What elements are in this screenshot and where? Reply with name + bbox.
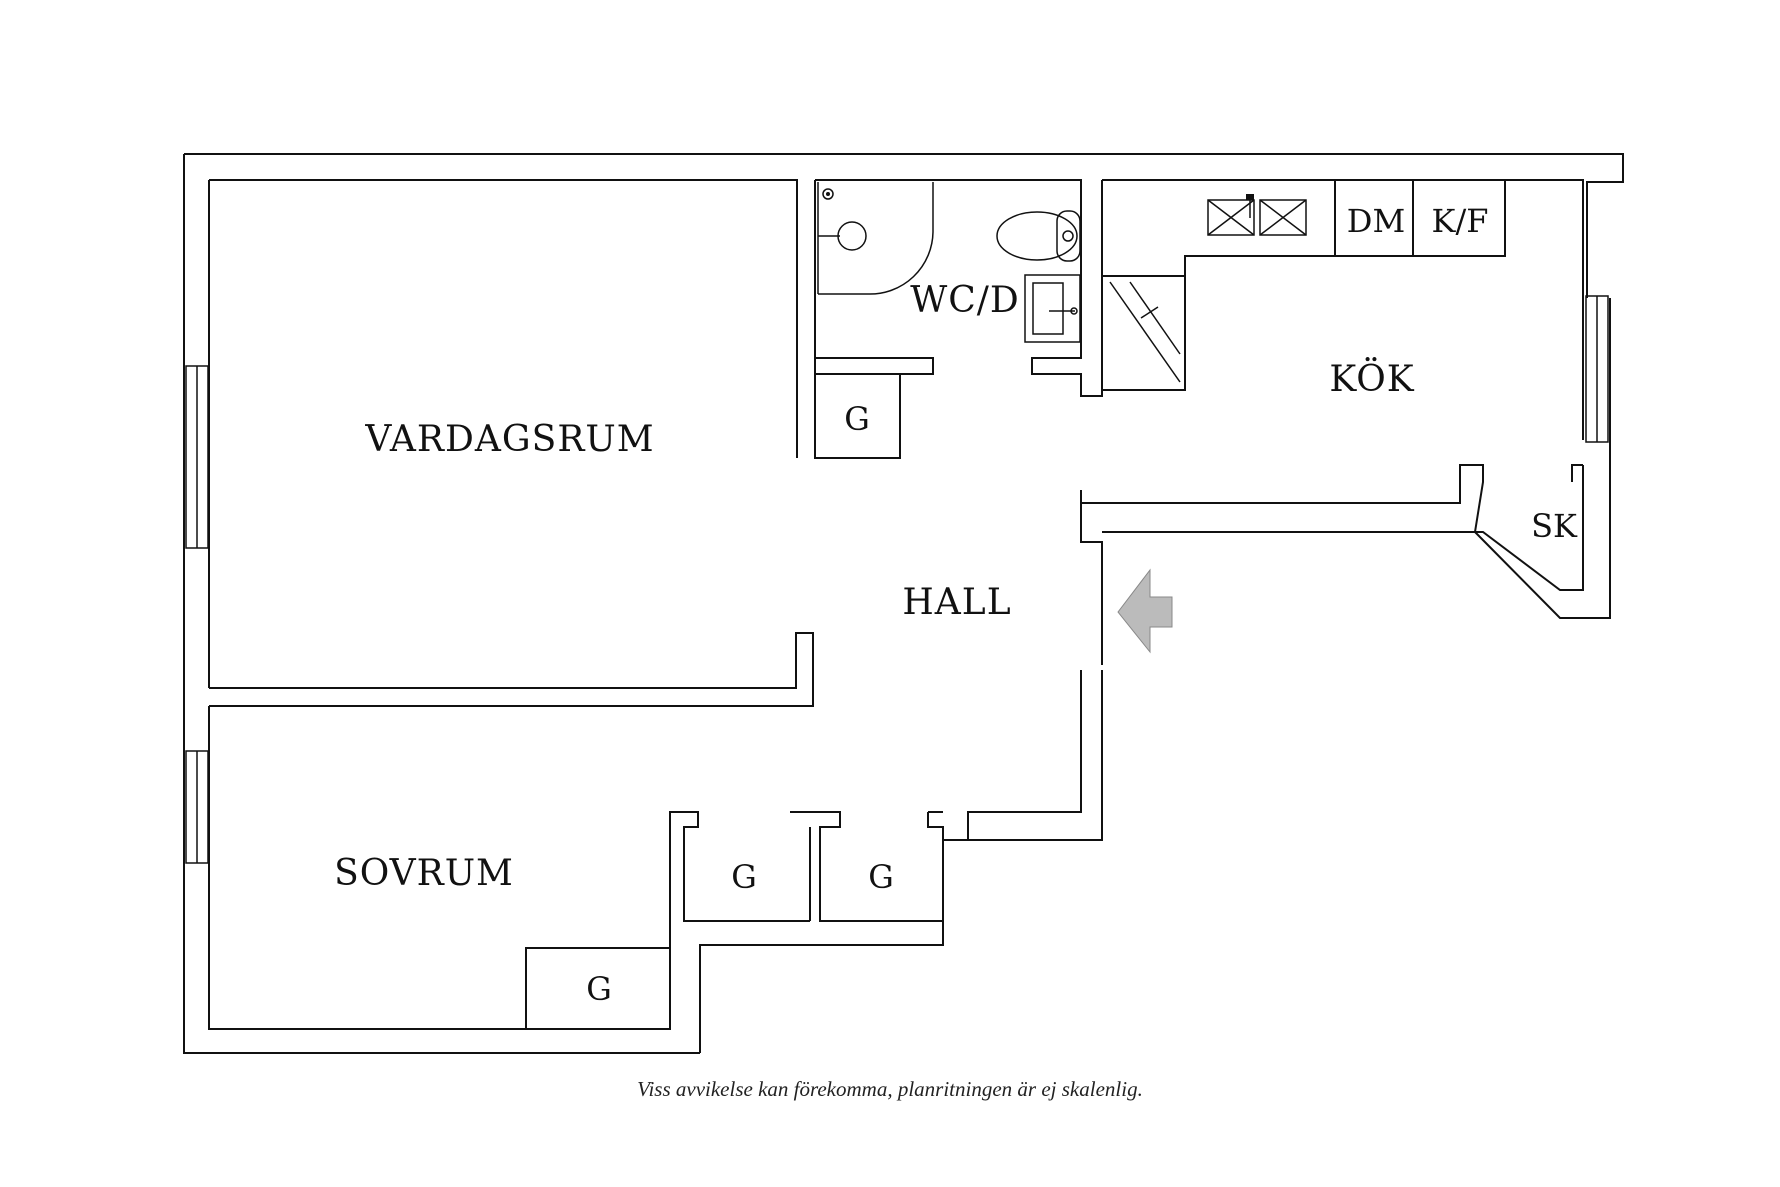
label-sk: SK bbox=[1531, 507, 1578, 545]
vardagsrum-walls bbox=[209, 179, 814, 707]
label-closet-hall-2: G bbox=[868, 858, 894, 896]
closet-walls bbox=[525, 811, 944, 1030]
label-dm: DM bbox=[1347, 202, 1405, 240]
shower-icon bbox=[817, 182, 934, 295]
entrance-walls bbox=[699, 490, 1103, 1053]
label-kok: KÖK bbox=[1329, 358, 1414, 400]
label-closet-wc: G bbox=[844, 400, 870, 438]
stove-icon bbox=[1207, 194, 1307, 236]
sink-icon bbox=[1024, 274, 1081, 343]
window-icon bbox=[185, 295, 1609, 864]
label-vardagsrum: VARDAGSRUM bbox=[364, 419, 654, 460]
entrance-arrow-icon bbox=[1117, 568, 1173, 654]
toilet-icon bbox=[996, 210, 1081, 262]
kitchen-walls bbox=[1102, 179, 1584, 533]
label-sovrum: SOVRUM bbox=[334, 853, 514, 894]
label-closet-hall-1: G bbox=[731, 858, 757, 896]
label-kf: K/F bbox=[1432, 202, 1489, 240]
disclaimer-text: Viss avvikelse kan förekomma, planritnin… bbox=[637, 1077, 1143, 1101]
outer-walls bbox=[183, 153, 1624, 1054]
label-hall: HALL bbox=[902, 582, 1011, 623]
stair-icon bbox=[1109, 281, 1181, 383]
bathroom-walls bbox=[814, 179, 1103, 459]
label-wc: WC/D bbox=[910, 280, 1020, 321]
label-closet-sovrum: G bbox=[586, 970, 612, 1008]
